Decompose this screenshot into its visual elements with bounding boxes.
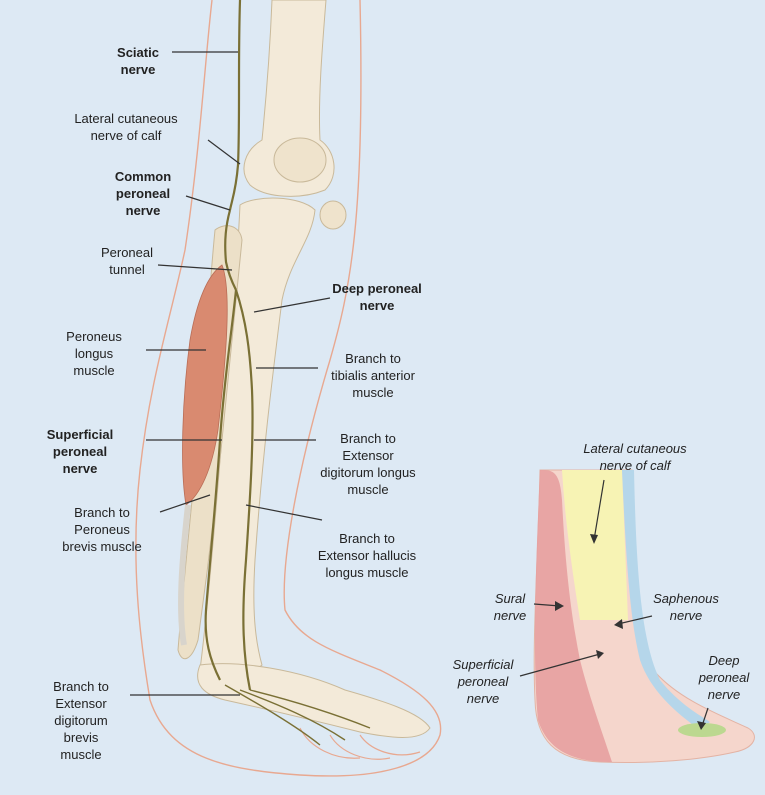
leader-lines (130, 51, 331, 696)
label-branch-to-peroneus-brevis: Branch to Peroneus brevis muscle (62, 505, 142, 554)
label-common-peroneal-nerve: Common peroneal nerve (114, 169, 172, 218)
foot-bones (197, 663, 431, 738)
label-foot-lateral-cutaneous: Lateral cutaneous nerve of calf (583, 441, 687, 473)
saphenous-zone (622, 470, 710, 730)
sural-zone (534, 470, 612, 762)
superficial-peroneal-path (204, 289, 238, 681)
label-foot-superficial-peroneal: Superficial peroneal nerve (452, 657, 514, 706)
label-branch-to-extensor-digitorum-brevis: Branch to Extensor digitorum brevis musc… (53, 679, 109, 762)
label-sciatic-nerve: Sciatic nerve (117, 45, 159, 77)
leg-illustration (135, 0, 442, 777)
label-peroneal-tunnel: Peroneal tunnel (100, 245, 154, 277)
sciatic-nerve-path (228, 0, 242, 211)
label-foot-sural-nerve: Sural nerve (493, 591, 527, 623)
label-foot-deep-peroneal: Deep peroneal nerve (698, 653, 750, 702)
patella (273, 137, 327, 183)
label-branch-to-extensor-digitorum-longus: Branch to Extensor digitorum longus musc… (320, 431, 416, 497)
foot-illustration (533, 469, 755, 764)
fibular-head (319, 200, 347, 230)
label-lateral-cutaneous-nerve-of-calf: Lateral cutaneous nerve of calf (74, 111, 178, 143)
foot-leader-lines (519, 479, 709, 730)
tendon (178, 504, 191, 646)
label-superficial-peroneal-nerve: Superficial peroneal nerve (46, 427, 114, 476)
deep-peroneal-zone (678, 723, 726, 737)
nerve-paths (204, 0, 371, 746)
label-branch-to-tibialis-anterior: Branch to tibialis anterior muscle (331, 351, 415, 400)
leg-skin-outline (135, 0, 442, 777)
common-peroneal-path (224, 209, 237, 291)
dorsal-foot-nerves (224, 684, 371, 746)
label-foot-saphenous-nerve: Saphenous nerve (653, 591, 719, 623)
lateral-cutaneous-zone (562, 470, 628, 620)
deep-peroneal-path (234, 289, 254, 691)
label-branch-to-extensor-hallucis-longus: Branch to Extensor hallucis longus muscl… (317, 531, 417, 580)
label-peroneus-longus-muscle: Peroneus longus muscle (66, 329, 122, 378)
label-deep-peroneal-nerve: Deep peroneal nerve (332, 281, 422, 313)
